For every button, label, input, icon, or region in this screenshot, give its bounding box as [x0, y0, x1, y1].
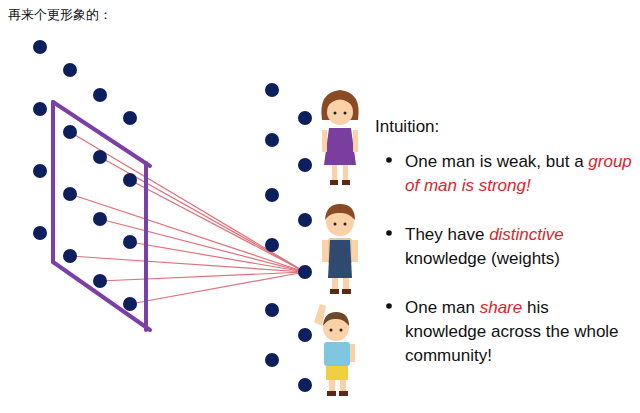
connection-line: [70, 132, 305, 272]
label-text: 再来个更形象的：: [8, 7, 112, 22]
neuron-dot: [123, 235, 137, 249]
heading-note: 再来个更形象的：: [8, 6, 308, 24]
neuron-dot: [93, 150, 107, 164]
neuron-dot: [298, 111, 312, 125]
neuron-dot: [298, 378, 312, 392]
neuron-dot: [93, 274, 107, 288]
label-text: They have: [405, 225, 484, 244]
girl-figure: [321, 90, 358, 185]
neuron-dot: [33, 164, 47, 178]
neuron-dot: [93, 212, 107, 226]
neuron-dot: [63, 187, 77, 201]
neuron-dot: [265, 353, 279, 367]
neuron-dot: [33, 102, 47, 116]
neuron-dot: [265, 303, 279, 317]
neuron-dot: [123, 111, 137, 125]
neuron-dot: [63, 125, 77, 139]
connection-line: [100, 272, 305, 281]
neuron-dot: [33, 226, 47, 240]
connection-line: [100, 219, 305, 272]
neuron-dot: [265, 133, 279, 147]
neuron-dot: [123, 173, 137, 187]
neuron-dot: [298, 213, 312, 227]
label-text: One man is weak, but a: [405, 152, 584, 171]
neuron-dot: [63, 249, 77, 263]
label-text: One man: [405, 298, 475, 317]
neuron-dot: [298, 328, 312, 342]
connection-line: [70, 256, 305, 272]
connection-line: [130, 180, 305, 272]
connection-lines: [70, 132, 305, 304]
neuron-dot: [33, 40, 47, 54]
neuron-dot: [93, 88, 107, 102]
neuron-dot: [123, 297, 137, 311]
neuron-dot: [265, 238, 279, 252]
emphasis-text: distinctive: [489, 225, 564, 244]
boy-figure: [322, 204, 358, 294]
neuron-dot: [265, 83, 279, 97]
neuron-dot: [298, 265, 312, 279]
neuron-dots: [33, 40, 312, 392]
connection-line: [100, 157, 305, 272]
bullet-text: They have distinctive knowledge (weights…: [405, 223, 633, 271]
bullet-text: One man is weak, but a group of man is s…: [405, 150, 633, 198]
bullet-text: One man share his knowledge across the w…: [405, 296, 633, 367]
label-text: knowledge (weights): [405, 249, 560, 268]
waving-boy-figure: [314, 304, 355, 396]
intuition-heading: Intuition:: [375, 115, 575, 139]
bullet-markers: [386, 157, 392, 309]
label-text: Intuition:: [375, 117, 439, 136]
neuron-dot: [63, 63, 77, 77]
neuron-dot: [298, 158, 312, 172]
emphasis-text: share: [480, 298, 523, 317]
neuron-dot: [265, 188, 279, 202]
connection-line: [130, 272, 305, 304]
receptive-field-outline: [53, 102, 150, 330]
